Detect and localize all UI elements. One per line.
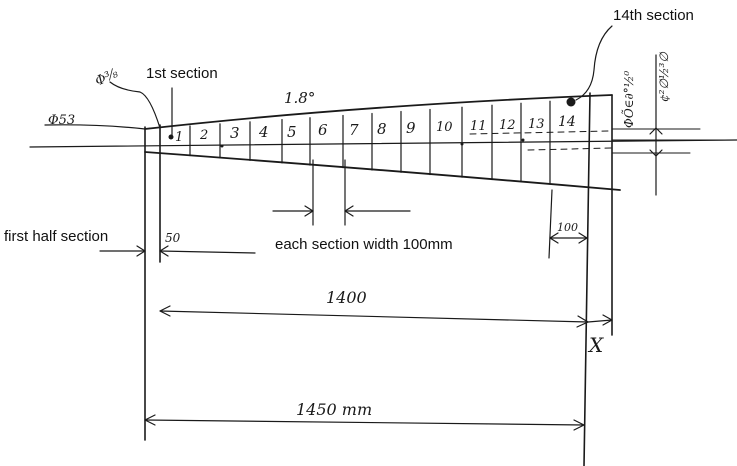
half-section-dimension: 50 [99, 231, 256, 257]
section-width-label: each section width 100mm [275, 236, 453, 253]
right-diameter-dimension: ΦÕ∈∂°½⁰ ¢²∅½³∅ [621, 52, 671, 196]
taper-angle-label: 1.8° [284, 89, 315, 107]
dim-1450-label: 1450 mm [296, 400, 372, 419]
marker-dots [168, 97, 576, 148]
section-numbers: 1 2 3 4 5 6 7 8 9 10 11 12 13 14 [175, 114, 576, 145]
section-number: 3 [230, 124, 240, 142]
right-diameter-label: ΦÕ∈∂°½⁰ [621, 71, 636, 128]
right-diameter-label: ¢²∅½³∅ [657, 52, 671, 102]
left-diameter-label: Φ53 [48, 113, 75, 128]
dim-50-label: 50 [165, 231, 181, 245]
first-section-label: 1st section [146, 65, 218, 82]
section-number: 10 [436, 120, 453, 135]
section-number: 9 [406, 119, 416, 137]
section-number: 4 [258, 123, 269, 141]
section-number: 2 [199, 128, 208, 143]
section-dividers [189, 100, 551, 185]
left-diameter-notes: Φ⅜ Φ53 [44, 66, 161, 130]
fourteenth-section-label: 14th section [613, 7, 694, 24]
dim-x-label: X [587, 333, 604, 357]
centerline [29, 139, 737, 148]
fourteenth-section-pointer [575, 25, 613, 101]
section-number: 5 [287, 123, 297, 141]
section-number: 11 [470, 119, 487, 134]
section-number: 14 [558, 114, 576, 130]
dim-1400-label: 1400 [326, 288, 367, 307]
section-number: 8 [377, 120, 387, 138]
section-number: 6 [318, 121, 328, 139]
dim-100-dimension: 100 [548, 189, 588, 259]
dim-1450-dimension: 1450 mm [144, 400, 585, 431]
section-number: 7 [349, 121, 359, 139]
dim-100-label: 100 [557, 221, 578, 234]
section-number: 1 [175, 130, 183, 145]
section-number: 12 [499, 118, 516, 133]
first-half-section-label: first half section [4, 228, 108, 245]
section-width-dimension [272, 159, 411, 226]
taper-outline [144, 92, 621, 466]
section-number: 13 [528, 117, 545, 132]
dim-1400-dimension: 1400 X [159, 288, 613, 357]
